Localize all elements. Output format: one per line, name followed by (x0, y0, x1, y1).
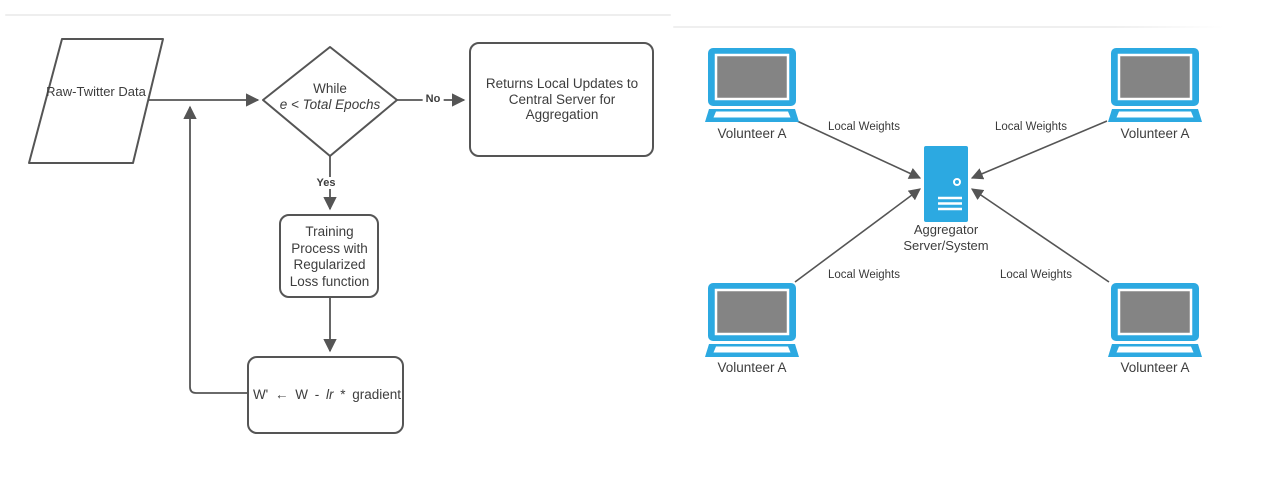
server-power-light (953, 178, 961, 186)
update-formula-lr: lr (326, 387, 334, 402)
laptop-icon-top-right (1106, 46, 1204, 124)
return-box (469, 42, 654, 157)
edge-line-bottom-right (971, 188, 1110, 283)
server-icon (924, 146, 968, 222)
decision-line1: While (313, 81, 347, 96)
laptop-icon-bottom-right (1106, 281, 1204, 359)
edge-label-top-right: Local Weights (994, 121, 1068, 133)
server-label: Aggregator Server/System (903, 222, 989, 253)
laptop-icon-top-left (703, 46, 801, 124)
volunteer-label-top-right: Volunteer A (1120, 126, 1190, 141)
edge-label-bottom-left: Local Weights (827, 269, 901, 281)
edge-line-top-right (970, 120, 1108, 180)
right-panel-top-border (673, 26, 1224, 28)
update-formula-prefix: W' ← W - (252, 387, 326, 402)
edge-label-bottom-right: Local Weights (999, 269, 1073, 281)
training-node-label: Training Process with Regularized Loss f… (289, 224, 370, 289)
data-node-label: Raw-Twitter Data (46, 84, 146, 99)
return-node-label: Returns Local Updates to Central Server … (485, 76, 639, 122)
training-box (279, 214, 379, 298)
update-box (247, 356, 404, 434)
yes-branch-label: Yes (313, 177, 339, 189)
update-formula-suffix: * gradient (333, 387, 402, 402)
decision-line2: e < Total Epochs (279, 97, 381, 112)
laptop-icon-bottom-left (703, 281, 801, 359)
decision-label: While e < Total Epochs (260, 81, 400, 113)
volunteer-label-top-left: Volunteer A (717, 126, 787, 141)
left-panel-top-border (5, 14, 671, 16)
edge-line-bottom-left (794, 188, 921, 283)
volunteer-label-bottom-right: Volunteer A (1120, 360, 1190, 375)
connector-loopback (183, 105, 248, 394)
edge-line-top-left (796, 120, 922, 179)
update-node-label: W' ← W - lr * gradient (250, 387, 404, 403)
server-vents (938, 196, 962, 211)
edge-label-top-left: Local Weights (827, 121, 901, 133)
no-branch-label: No (422, 93, 444, 105)
data-parallelogram (28, 38, 164, 164)
volunteer-label-bottom-left: Volunteer A (717, 360, 787, 375)
